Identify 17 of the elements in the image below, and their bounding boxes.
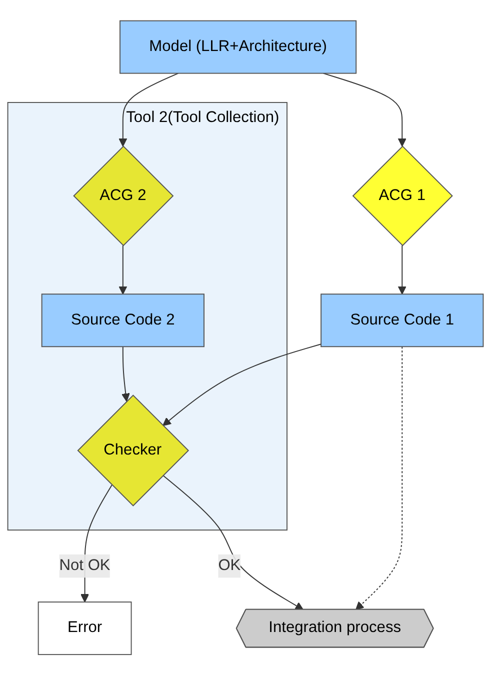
node-box: Source Code 2 — [41, 293, 204, 347]
node-diamond: ACG 1 — [352, 145, 453, 246]
edge-label: Not OK — [59, 557, 110, 574]
node-box: Error — [38, 601, 132, 655]
node-box: Model (LLR+Architecture) — [120, 20, 357, 74]
arrow — [322, 72, 406, 146]
arrow — [398, 244, 406, 294]
node-box: Source Code 1 — [320, 293, 484, 347]
arrow — [121, 346, 130, 402]
node-diamond: ACG 2 — [73, 145, 174, 246]
node-diamond: Checker — [77, 394, 190, 506]
arrow — [162, 343, 322, 426]
arrow — [118, 72, 179, 146]
arrow — [118, 244, 128, 294]
edge-label: OK — [218, 557, 241, 574]
arrow — [355, 346, 403, 610]
arrow — [162, 474, 304, 610]
